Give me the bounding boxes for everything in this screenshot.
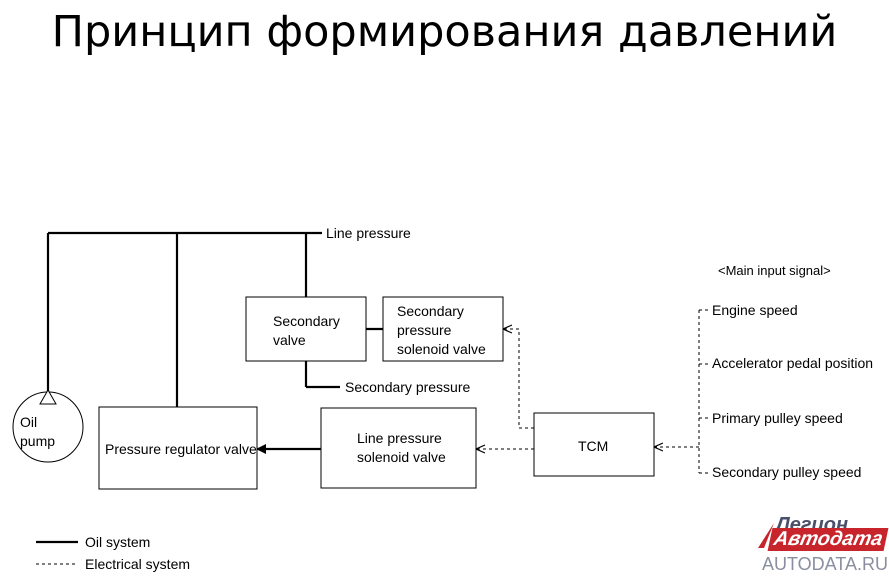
input-engine-speed: Engine speed <box>712 302 798 318</box>
pressure-regulator-box <box>98 406 258 490</box>
page-title: Принцип формирования давлений <box>51 7 838 57</box>
input-primary-pulley-speed: Primary pulley speed <box>712 410 843 426</box>
electrical-system-lines <box>476 309 708 474</box>
legend-oil-system-label: Oil system <box>85 534 150 550</box>
tcm-to-secondary-solenoid <box>503 329 534 429</box>
oil-pump-triangle <box>39 388 57 405</box>
secondary-solenoid-label-2: pressure <box>397 322 452 338</box>
tcm-box <box>533 412 655 477</box>
logo-line-2: Автодата <box>767 528 889 551</box>
oil-pump <box>12 388 84 463</box>
secondary-solenoid-box <box>382 296 504 362</box>
secondary-pressure-label: Secondary pressure <box>345 379 471 395</box>
tcm-label: TCM <box>578 438 608 454</box>
logo-swoosh-icon <box>758 523 774 548</box>
line-solenoid-box <box>320 407 477 489</box>
line-pressure-label: Line pressure <box>326 225 411 241</box>
legion-autodata-logo: Легион Автодата AUTODATA.RU <box>748 514 889 578</box>
main-input-signal-heading: <Main input signal> <box>718 263 831 278</box>
legend-electrical-system-label: Electrical system <box>85 556 190 572</box>
secondary-valve-label-2: valve <box>273 332 306 348</box>
oil-pump-label-1: Oil <box>20 414 37 430</box>
logo-line-3: AUTODATA.RU <box>762 554 889 574</box>
oil-pump-label-2: pump <box>20 433 55 449</box>
secondary-solenoid-label-1: Secondary <box>397 303 464 319</box>
input-secondary-pulley-speed: Secondary pulley speed <box>712 464 861 480</box>
pressure-regulator-label: Pressure regulator valve <box>105 441 257 457</box>
legend: Oil system Electrical system <box>36 534 190 572</box>
secondary-valve-box <box>245 296 367 362</box>
oil-system-lines <box>46 231 383 454</box>
input-accelerator-pedal-position: Accelerator pedal position <box>712 355 873 371</box>
line-solenoid-label-1: Line pressure <box>357 430 442 446</box>
secondary-solenoid-label-3: solenoid valve <box>397 341 486 357</box>
line-solenoid-label-2: solenoid valve <box>357 449 446 465</box>
secondary-valve-label-1: Secondary <box>273 313 340 329</box>
